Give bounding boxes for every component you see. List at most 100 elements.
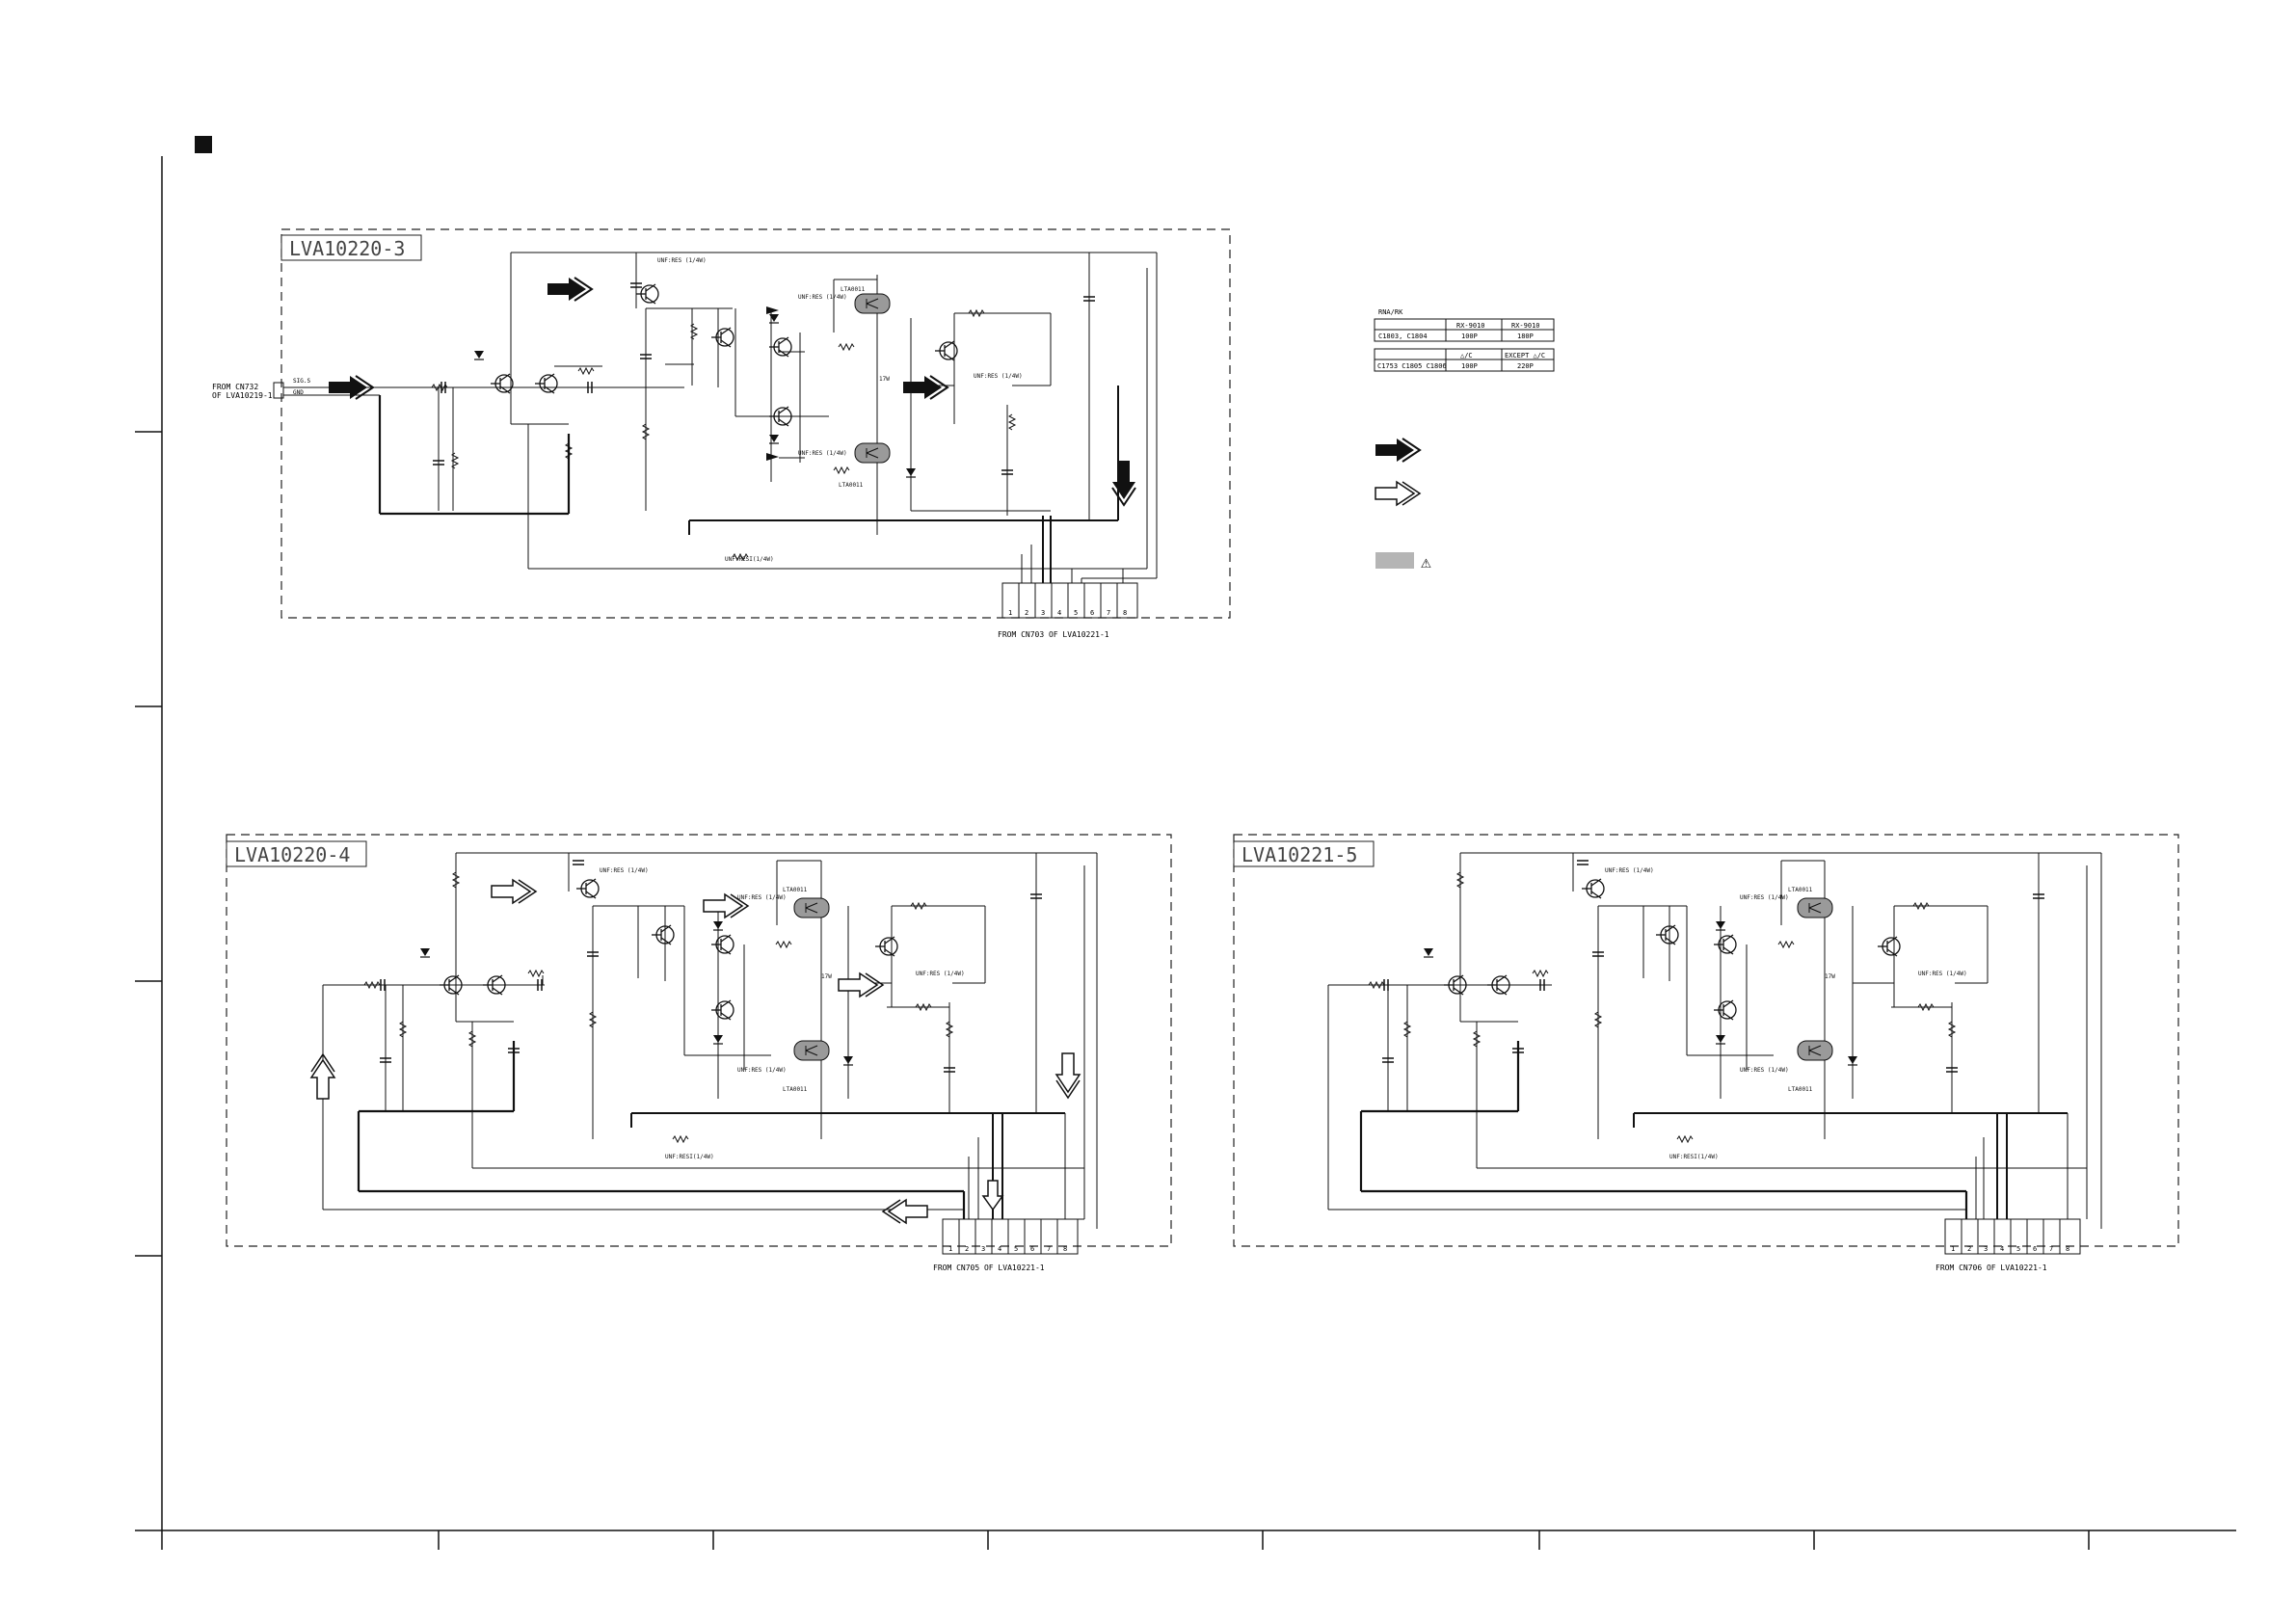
svg-text:UNF:RES (1/4W): UNF:RES (1/4W) [974,373,1023,380]
legend-white-arrow-icon [1375,481,1421,506]
warning-icon: ⚠ [1421,552,1431,572]
svg-text:LTA0011: LTA0011 [839,482,864,489]
svg-text:6: 6 [1030,1245,1034,1253]
svg-text:UNF:RES (1/4W): UNF:RES (1/4W) [916,971,965,977]
svg-text:△/C: △/C [1460,352,1473,359]
output-connector-1: 1 2 3 4 5 6 7 8 FROM CN703 OF LVA10221-1 [998,582,1138,639]
output-connector-2: 1 2 3 4 5 6 7 8 FROM CN705 OF LVA10221-1 [933,1218,1079,1272]
svg-text:8: 8 [2066,1245,2069,1253]
output-connector-3: 1 2 3 4 5 6 7 8 FROM CN706 OF LVA10221-1 [1936,1218,2081,1272]
svg-text:1: 1 [1008,609,1012,617]
svg-text:UNF:RES (1/4W): UNF:RES (1/4W) [737,894,787,901]
svg-text:UNF:RES (1/4W): UNF:RES (1/4W) [1918,971,1967,977]
input-ref-line-1: FROM CN732 [212,383,258,391]
svg-text:4: 4 [2000,1245,2004,1253]
svg-text:2: 2 [965,1245,969,1253]
board-label-3: LVA10221-5 [1241,843,1357,866]
svg-text:100P: 100P [1461,362,1478,370]
signal-arrow-black [547,277,593,302]
title-bullet-icon [195,136,212,153]
svg-text:LTA0011: LTA0011 [1788,887,1813,893]
output-ref-1: FROM CN703 OF LVA10221-1 [998,630,1109,639]
svg-text:6: 6 [2033,1245,2037,1253]
svg-text:6: 6 [1090,609,1094,617]
svg-text:1: 1 [948,1245,952,1253]
svg-text:17W: 17W [821,973,832,980]
signal-arrow-black-down [1111,461,1136,507]
svg-text:2: 2 [1025,609,1028,617]
svg-text:1: 1 [1951,1245,1955,1253]
svg-text:C1753 C1805 C1806: C1753 C1805 C1806 [1377,362,1447,370]
signal-arrow-white [838,972,884,998]
svg-text:3: 3 [1041,609,1045,617]
table-title: RNA/RK [1378,308,1403,316]
svg-text:17W: 17W [1825,973,1835,980]
svg-text:UNF:RES (1/4W): UNF:RES (1/4W) [798,450,847,457]
svg-text:4: 4 [998,1245,1001,1253]
svg-text:UNF:RES (1/4W): UNF:RES (1/4W) [798,294,847,301]
small-signal-arrows [766,306,779,461]
svg-text:UNF:RES (1/4W): UNF:RES (1/4W) [1740,1067,1789,1074]
svg-text:UNF:RES (1/4W): UNF:RES (1/4W) [1605,867,1654,874]
svg-text:UNF:RES (1/4W): UNF:RES (1/4W) [600,867,649,874]
part-labels-2: UNF:RES (1/4W) UNF:RES (1/4W) LTA0011 17… [600,867,965,1160]
board-3-wiring [1327,852,2102,1229]
resistor-note-1: UNF:RESI(1/4W) [725,556,774,563]
variant-table: RNA/RK RX-9010 RX-9010 C1803, C1804 100P… [1374,308,1555,372]
legend-shaded-box [1375,552,1414,569]
signal-arrow-white-up [309,1052,336,1100]
part-labels-3: UNF:RES (1/4W) UNF:RES (1/4W) LTA0011 17… [1605,867,1967,1160]
board-lva10220-3: LVA10220-3 FROM CN732 OF LVA10219-1 SIG.… [212,228,1231,639]
svg-text:UNF:RES (1/4W): UNF:RES (1/4W) [737,1067,787,1074]
svg-text:5: 5 [1074,609,1078,617]
svg-text:7: 7 [1047,1245,1051,1253]
svg-text:UNF:RES (1/4W): UNF:RES (1/4W) [1740,894,1789,901]
board-1-wiring [283,252,1158,583]
input-pin-2: GND [293,389,304,396]
svg-text:17W: 17W [879,376,890,383]
input-pin-1: SIG.S [293,378,310,385]
svg-text:RX-9010: RX-9010 [1511,322,1540,330]
svg-text:C1803, C1804: C1803, C1804 [1378,333,1428,340]
svg-text:UNF:RES (1/4W): UNF:RES (1/4W) [657,257,707,264]
output-ref-2: FROM CN705 OF LVA10221-1 [933,1264,1045,1272]
svg-text:LTA0011: LTA0011 [1788,1086,1813,1093]
signal-arrow-white-left [881,1198,928,1225]
svg-text:LTA0011: LTA0011 [783,1086,808,1093]
svg-text:8: 8 [1123,609,1127,617]
legend-black-arrow-icon [1375,438,1421,463]
signal-arrow-white-down-small [981,1180,1004,1211]
svg-text:EXCEPT △/C: EXCEPT △/C [1505,352,1545,359]
output-ref-3: FROM CN706 OF LVA10221-1 [1936,1264,2047,1272]
board-lva10220-4: LVA10220-4 [226,834,1172,1272]
signal-arrow-black [902,375,948,400]
board-label-1: LVA10220-3 [289,237,405,260]
svg-text:4: 4 [1057,609,1061,617]
signal-arrow-white [491,879,537,904]
svg-text:RX-9010: RX-9010 [1456,322,1485,330]
svg-text:2: 2 [1967,1245,1971,1253]
svg-text:180P: 180P [1517,333,1534,340]
board-label-2: LVA10220-4 [234,843,350,866]
svg-text:3: 3 [1984,1245,1988,1253]
legend: ⚠ [1375,438,1431,572]
resistor-note-2: UNF:RESI(1/4W) [665,1154,714,1160]
svg-text:8: 8 [1063,1245,1067,1253]
svg-text:7: 7 [2049,1245,2053,1253]
svg-text:3: 3 [981,1245,985,1253]
svg-text:7: 7 [1107,609,1110,617]
svg-text:100P: 100P [1461,333,1478,340]
input-ref-line-2: OF LVA10219-1 [212,391,273,400]
part-labels: UNF:RES (1/4W) UNF:RES (1/4W) LTA0011 17… [657,257,1023,563]
svg-text:LTA0011: LTA0011 [841,286,866,293]
board-lva10221-5: LVA10221-5 [1233,834,2179,1272]
input-connector: FROM CN732 OF LVA10219-1 SIG.S GND [212,378,310,400]
sheet-frame [135,156,2236,1550]
resistor-note-3: UNF:RESI(1/4W) [1669,1154,1719,1160]
left-tick-marks [135,431,162,1257]
bottom-tick-marks [161,1530,2090,1550]
signal-arrow-white-down [1055,1052,1081,1100]
svg-text:5: 5 [2016,1245,2020,1253]
svg-text:220P: 220P [1517,362,1534,370]
